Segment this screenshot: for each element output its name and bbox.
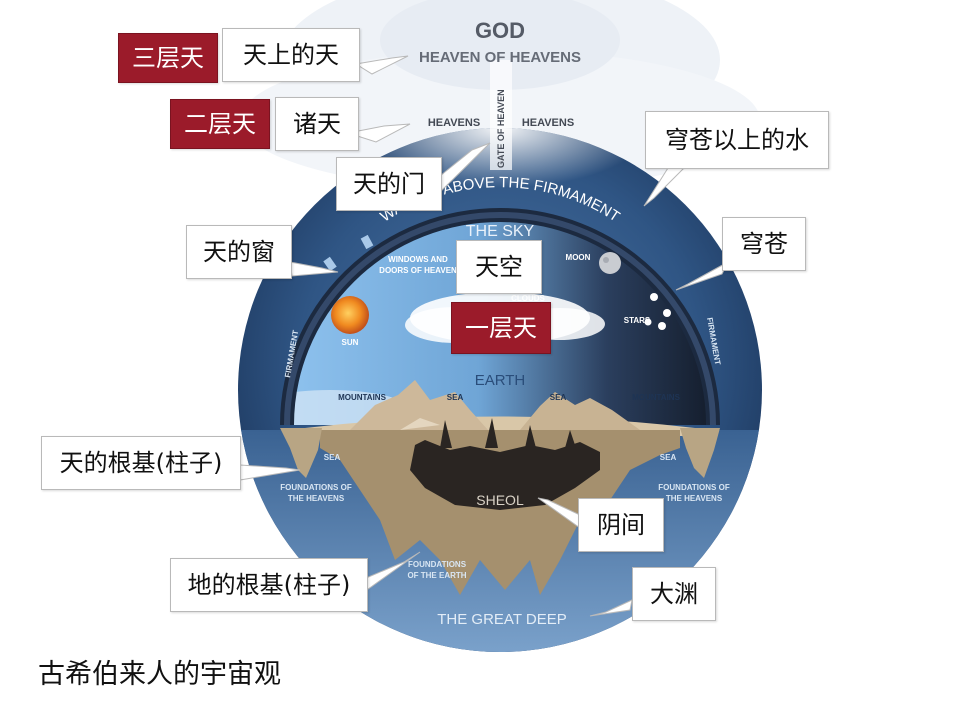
callout-first-heaven: 一层天 [451,302,551,354]
callout-pillars-heaven: 天的根基(柱子) [41,436,241,490]
gate-beam [490,60,512,170]
heavens-left-label: HEAVENS [428,117,480,129]
sea-mid-left-label: SEA [447,393,464,402]
foundations-earth-line1: FOUNDATIONS [408,560,467,569]
earth-label: EARTH [475,372,526,389]
mountains-left-label: MOUNTAINS [338,393,387,402]
callout-firmament: 穹苍 [722,217,806,271]
stars-label: STARS [624,316,651,325]
foundations-heavens-left-line1: FOUNDATIONS OF [280,483,352,492]
caption: 古希伯来人的宇宙观 [38,659,281,690]
windows-label-line1: WINDOWS AND [388,255,448,264]
callout-waters-above-firmament: 穹苍以上的水 [645,111,829,169]
callout-window: 天的窗 [186,225,292,279]
great-deep-label: THE GREAT DEEP [437,611,566,628]
callout-all-heavens: 诸天 [275,97,359,151]
pillars-of-heaven [280,428,720,478]
gate-of-heaven-label: GATE OF HEAVEN [496,89,506,168]
sheol-label: SHEOL [476,492,524,508]
foundations-earth-line2: OF THE EARTH [407,571,466,580]
sky-label: THE SKY [466,223,535,240]
callout-third-heaven: 三层天 [118,33,218,83]
sun-shape [331,296,369,334]
earth-foundations [320,418,680,595]
sea-right-label: SEA [660,453,677,462]
callout-pointers [239,55,730,617]
mountains-right-label: MOUNTAINS [632,393,681,402]
foundations-heavens-left-line2: THE HEAVENS [288,494,345,503]
sea-left-label: SEA [324,453,341,462]
god-label: GOD [475,18,525,43]
callout-abyss: 大渊 [632,567,716,621]
callout-second-heaven: 二层天 [170,99,270,149]
callout-sheol: 阴间 [578,498,664,552]
callout-sky: 天空 [456,240,542,294]
callout-pillars-earth: 地的根基(柱子) [170,558,368,612]
callout-heaven-above: 天上的天 [222,28,360,82]
sheol-shape [410,440,600,510]
heaven-of-heavens-label: HEAVEN OF HEAVENS [419,49,581,66]
sun-label: SUN [342,338,359,347]
sea-mid-right-label: SEA [550,393,567,402]
clouds-label: CLOUDS [511,294,545,303]
moon-label: MOON [566,253,591,262]
heavens-right-label: HEAVENS [522,117,574,129]
foundations-heavens-right-line2: THE HEAVENS [666,494,723,503]
callout-gate: 天的门 [336,157,442,211]
foundations-heavens-right-line1: FOUNDATIONS OF [658,483,730,492]
windows-label-line2: DOORS OF HEAVEN [379,266,457,275]
moon-shape [599,252,621,274]
stars-shapes [644,293,671,330]
